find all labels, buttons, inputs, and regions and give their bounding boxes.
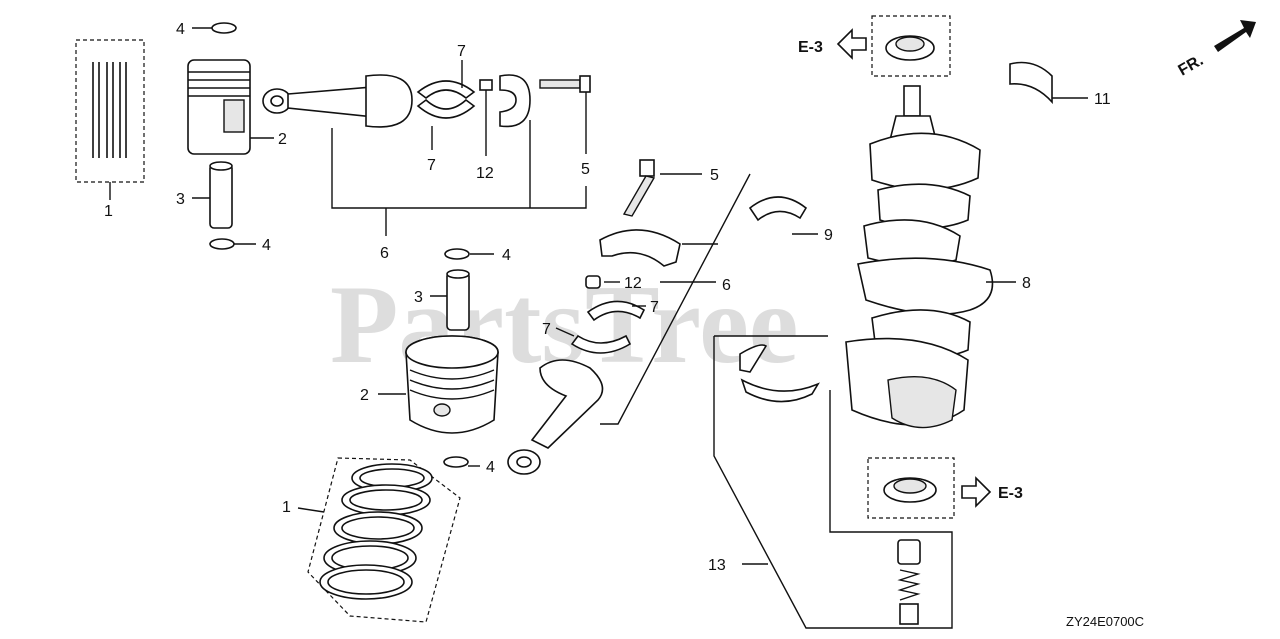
rod-bolt-center[interactable] (622, 159, 656, 217)
main-bearing-set[interactable] (739, 344, 820, 403)
oil-seal-top[interactable] (871, 15, 951, 77)
callout-4-center-top: 4 (502, 247, 511, 264)
arrow-left-icon (836, 28, 867, 60)
callout-11: 11 (1094, 91, 1111, 108)
piston-pin-top[interactable] (209, 161, 233, 229)
piston-side-view[interactable] (187, 59, 251, 155)
front-marker-text: FR. (1176, 52, 1207, 80)
callout-7-center-b: 7 (542, 321, 551, 338)
rod-bearing-center-upper[interactable] (586, 300, 646, 322)
crankshaft[interactable] (845, 85, 994, 429)
piston-pin-clip-mid[interactable] (209, 238, 235, 250)
rod-bearing-top-lower[interactable] (416, 98, 476, 119)
ref-e3-top[interactable]: E-3 (798, 39, 823, 56)
callout-5-center: 5 (710, 167, 719, 184)
connecting-rod-center[interactable] (507, 359, 604, 475)
piston-rings-set-bottom[interactable] (307, 457, 461, 623)
plug-spring-assembly[interactable] (897, 539, 921, 625)
ref-e3-bottom[interactable]: E-3 (998, 485, 1023, 502)
callout-5-top: 5 (581, 161, 590, 178)
callout-9: 9 (824, 227, 833, 244)
callout-7-top-b: 7 (427, 157, 436, 174)
diagram-code: ZY24E0700C (1066, 614, 1144, 629)
callout-3-center: 3 (414, 289, 423, 306)
callout-6-center: 6 (722, 277, 731, 294)
rod-cap-top[interactable] (499, 74, 531, 128)
callout-3-top: 3 (176, 191, 185, 208)
callout-2-top: 2 (278, 131, 287, 148)
callout-2-center: 2 (360, 387, 369, 404)
callout-1-top: 1 (104, 203, 113, 220)
callout-13: 13 (708, 557, 726, 574)
oil-seal-bottom[interactable] (867, 457, 955, 519)
arrow-right-icon (961, 476, 992, 508)
piston-center[interactable] (405, 335, 499, 434)
dowel-pin-top[interactable] (479, 79, 493, 91)
callout-12-top: 12 (476, 165, 494, 182)
callout-7-top-a: 7 (457, 43, 466, 60)
rod-bearing-top-upper[interactable] (416, 80, 476, 100)
thrust-washer[interactable] (1009, 61, 1053, 105)
connecting-rod-top[interactable] (262, 74, 413, 128)
main-bearing-upper[interactable] (748, 196, 808, 222)
callout-4-center-bottom: 4 (486, 459, 495, 476)
piston-pin-clip-top[interactable] (211, 22, 237, 34)
rod-bolt-top[interactable] (539, 75, 591, 93)
callout-1-bottom: 1 (282, 499, 291, 516)
rod-cap-center[interactable] (599, 229, 681, 267)
rod-bearing-center-lower[interactable] (570, 334, 632, 354)
callout-6-top: 6 (380, 245, 389, 262)
piston-rings-set-top[interactable] (75, 39, 145, 183)
piston-pin-clip-center-bottom[interactable] (443, 456, 469, 468)
callout-12-center: 12 (624, 275, 642, 292)
callout-8: 8 (1022, 275, 1031, 292)
front-direction-marker: FR. (1176, 20, 1256, 80)
callout-4-mid: 4 (262, 237, 271, 254)
piston-pin-clip-center-top[interactable] (444, 248, 470, 260)
dowel-pin-center[interactable] (585, 275, 601, 289)
callout-4-top: 4 (176, 21, 185, 38)
piston-pin-center[interactable] (446, 269, 470, 331)
callout-7-center-a: 7 (650, 299, 659, 316)
